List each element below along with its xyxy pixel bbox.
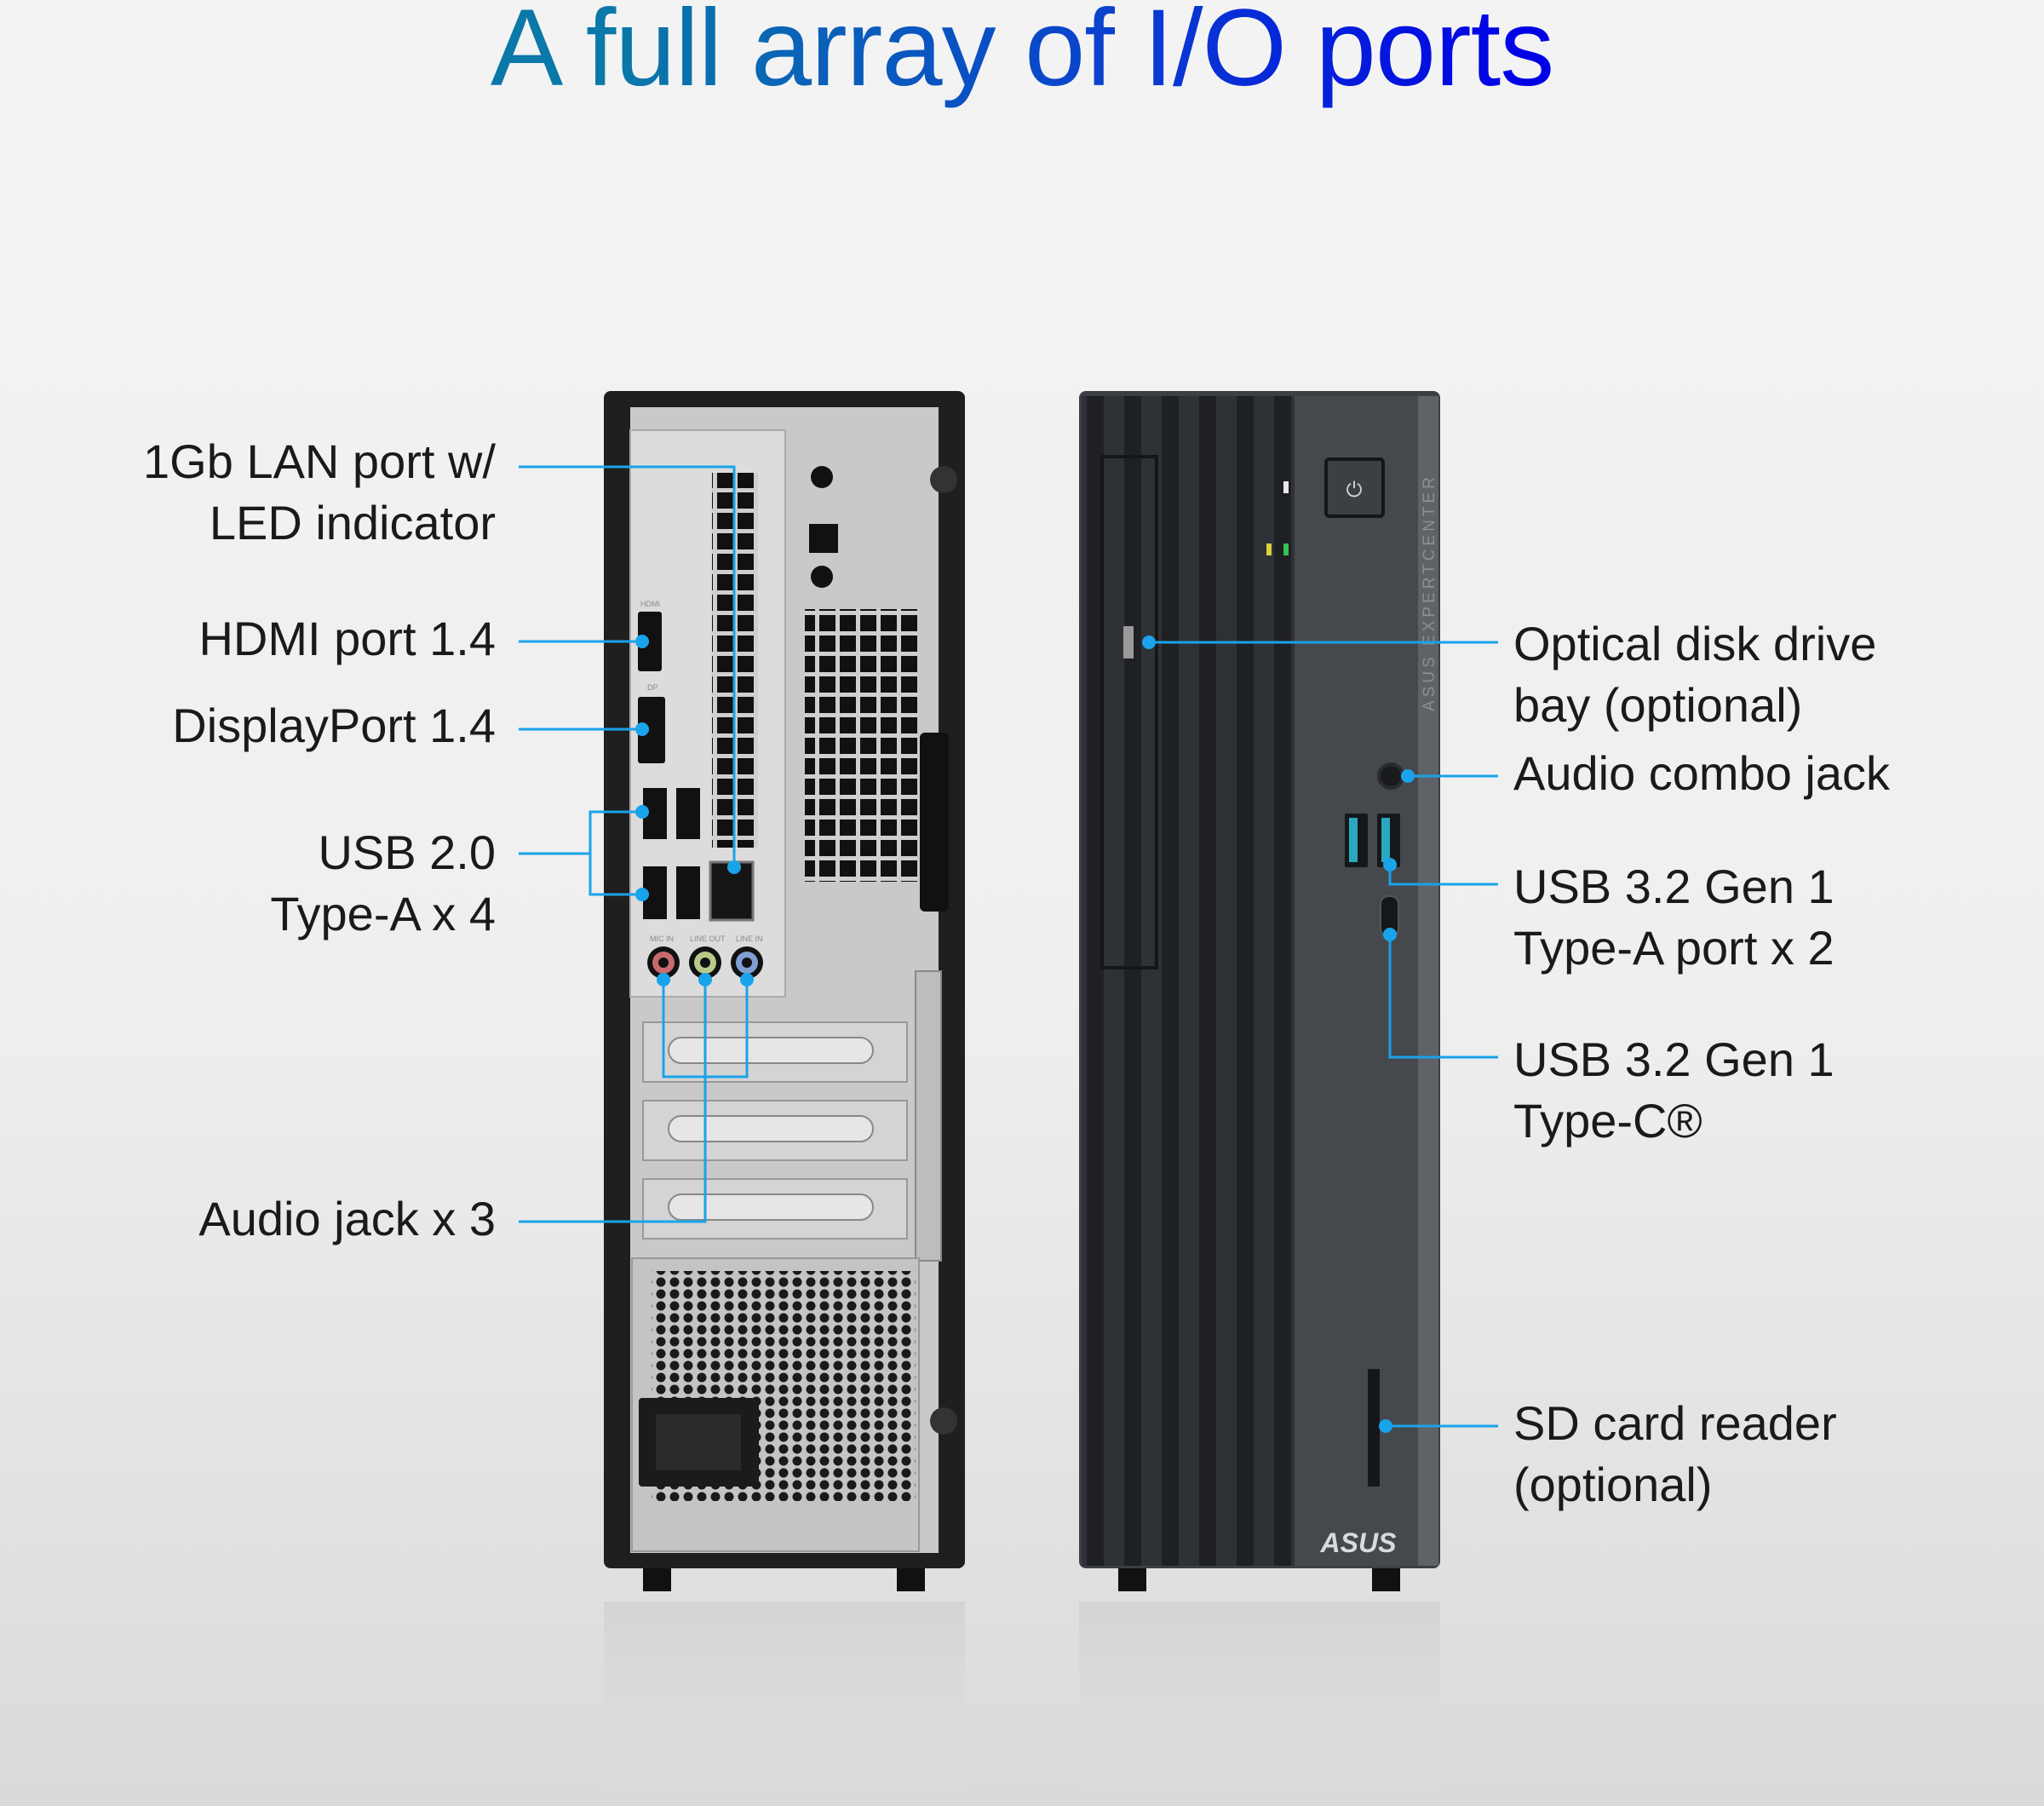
label-audio-combo: Audio combo jack [1513,746,1891,800]
foot [1372,1568,1400,1591]
label-usbc: USB 3.2 Gen 1 Type-C® [1513,1029,1834,1152]
label-usb3a: USB 3.2 Gen 1 Type-A port x 2 [1513,856,1834,979]
usb2-port [676,788,700,839]
label-usb3a-line2: Type-A port x 2 [1513,921,1834,975]
leader-lines [519,465,1498,1433]
page-title: A full array of I/O ports [0,0,2044,112]
rear-tower: HDMI DP MIC IN LINE OUT LINE IN [604,391,965,1591]
label-lan-line1: 1Gb LAN port w/ [143,434,496,488]
dp-print: DP [647,683,658,692]
foot [643,1568,671,1591]
expansion-slots [642,970,942,1262]
leader-audio [519,980,707,1223]
label-lan-line2: LED indicator [209,496,496,549]
optical-drive-bay [1100,455,1158,969]
screw-icon [930,1407,957,1435]
front-reflection [1079,1602,1440,1806]
leader-usbc [1388,935,1498,1059]
foot [1118,1568,1146,1591]
front-tower: ASUS EXPERTCENTER ⏻ ASUS [1079,391,1440,1591]
lan-led [1266,544,1272,555]
foot [897,1568,925,1591]
power-button [1324,457,1385,518]
mic-in-print: MIC IN [650,935,674,943]
label-sd-line1: SD card reader [1513,1396,1837,1450]
hdd-led [1283,481,1289,493]
label-usbc-line2: Type-C® [1513,1094,1702,1147]
hdmi-port [638,612,662,671]
label-usb2-line2: Type-A x 4 [270,887,496,940]
power-icon: ⏻ [1346,478,1363,502]
label-sd: SD card reader (optional) [1513,1393,1837,1516]
usb2-port [676,866,700,919]
label-lan: 1Gb LAN port w/ LED indicator [143,431,496,554]
lan-led [1283,544,1289,555]
label-odd-line1: Optical disk drive [1513,617,1877,670]
label-usb3a-line1: USB 3.2 Gen 1 [1513,860,1834,913]
label-audio: Audio jack x 3 [198,1192,496,1245]
leader-lan [519,465,736,867]
rear-reflection [604,1602,965,1806]
label-usb2: USB 2.0 Type-A x 4 [270,822,496,945]
label-usb2-line1: USB 2.0 [318,825,496,879]
case-vent [805,609,917,882]
asus-logo: ASUS [1320,1527,1398,1558]
line-out-print: LINE OUT [690,935,726,943]
label-displayport: DisplayPort 1.4 [172,699,496,752]
hdmi-print: HDMI [640,600,660,608]
displayport-port [638,697,665,763]
label-usbc-line1: USB 3.2 Gen 1 [1513,1032,1834,1086]
label-odd-line2: bay (optional) [1513,678,1803,732]
label-odd: Optical disk drive bay (optional) [1513,613,1876,736]
audio-combo-jack [1377,762,1404,790]
sd-card-slot [1368,1369,1380,1487]
line-in-print: LINE IN [736,935,763,943]
screw-icon [930,466,957,493]
label-sd-line2: (optional) [1513,1458,1713,1511]
eject-button [1123,626,1134,659]
label-hdmi: HDMI port 1.4 [198,612,496,665]
brand-side-text: ASUS EXPERTCENTER [1421,474,1438,711]
